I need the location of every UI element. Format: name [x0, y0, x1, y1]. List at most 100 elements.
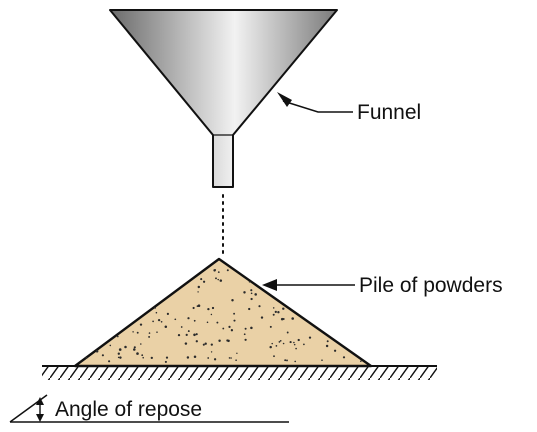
powder-speckle — [293, 341, 295, 344]
powder-speckle — [210, 351, 213, 353]
powder-speckle — [286, 359, 288, 362]
powder-speckle — [185, 333, 188, 336]
powder-speckle — [139, 323, 143, 326]
powder-speckle — [119, 356, 122, 359]
powder-speckle — [231, 299, 234, 302]
powder-speckle — [154, 306, 157, 309]
powder-speckle — [218, 339, 221, 343]
powder-speckle — [250, 326, 253, 330]
powder-speckle — [219, 279, 223, 282]
powder-speckle — [108, 360, 111, 363]
powder-speckle — [243, 291, 246, 294]
powder-speckles — [85, 269, 362, 363]
powder-speckle — [273, 355, 275, 358]
funnel-leader-line — [282, 100, 353, 113]
powder-speckle — [140, 343, 142, 345]
powder-speckle — [271, 342, 273, 345]
powder-speckle — [148, 332, 151, 334]
powder-speckle — [207, 357, 210, 359]
powder-speckle — [177, 333, 181, 337]
powder-speckle — [148, 335, 151, 338]
angle-arrow-down — [36, 414, 44, 422]
powder-speckle — [308, 336, 312, 339]
powder-speckle — [293, 343, 296, 346]
powder-speckle — [321, 359, 323, 361]
powder-speckle — [230, 329, 234, 332]
powder-speckle — [136, 352, 139, 355]
powder-speckle — [195, 333, 198, 336]
powder-speckle — [248, 280, 251, 283]
powder-speckle — [289, 341, 292, 344]
pile-callout: Pile of powders — [262, 274, 503, 297]
powder-speckle — [233, 319, 236, 322]
powder-speckle — [164, 360, 167, 363]
powder-speckle — [174, 318, 177, 321]
powder-speckle — [133, 348, 136, 351]
powder-speckle — [260, 316, 264, 319]
angle-indicator: Angle of repose — [9, 394, 289, 423]
powder-speckle — [297, 338, 300, 342]
powder-speckle — [248, 307, 251, 311]
powder-speckle — [228, 325, 231, 328]
powder-speckle — [156, 331, 158, 333]
powder-speckle — [279, 339, 282, 342]
powder-speckle — [117, 352, 120, 355]
powder-speckle — [243, 333, 246, 336]
powder-speckle — [200, 278, 203, 281]
powder-speckle — [197, 291, 199, 293]
powder-speckle — [230, 357, 232, 359]
powder-speckle — [193, 333, 196, 337]
ground — [42, 365, 437, 380]
powder-speckle — [333, 349, 337, 352]
powder-speckle — [325, 344, 329, 348]
powder-speckle — [275, 345, 278, 347]
powder-speckle — [155, 311, 158, 314]
powder-speckle — [295, 347, 297, 350]
powder-speckle — [272, 307, 275, 309]
powder-speckle — [233, 312, 236, 315]
powder-speckle — [193, 319, 196, 322]
funnel-label: Funnel — [357, 101, 421, 124]
powder-speckle — [282, 307, 285, 310]
powder-speckle — [118, 348, 122, 351]
pile-label: Pile of powders — [359, 274, 503, 297]
powder-speckle — [258, 305, 261, 308]
powder-speckle — [132, 331, 134, 333]
powder-speckle — [101, 354, 104, 357]
powder-speckle — [213, 358, 217, 361]
powder-speckle — [195, 340, 198, 343]
powder-speckle — [226, 269, 229, 272]
powder-speckle — [228, 357, 231, 359]
funnel — [109, 9, 338, 188]
powder-speckle — [207, 307, 210, 311]
powder-speckle — [117, 356, 120, 359]
powder-speckle — [210, 313, 213, 316]
powder-speckle — [342, 356, 346, 359]
powder-pile-shape — [73, 257, 373, 368]
powder-speckle — [95, 349, 99, 353]
powder-speckle — [164, 325, 168, 328]
powder-speckle — [85, 356, 88, 359]
powder-speckle — [250, 289, 253, 292]
powder-speckle — [187, 317, 190, 320]
powder-speckle — [286, 331, 289, 334]
powder-speckle — [193, 355, 197, 358]
powder-speckle — [192, 306, 195, 310]
powder-speckle — [236, 352, 238, 354]
powder-speckle — [282, 342, 285, 345]
ground-hatching — [42, 366, 437, 380]
angle-label: Angle of repose — [55, 398, 202, 421]
powder-speckle — [284, 359, 287, 362]
powder-speckle — [197, 304, 201, 307]
powder-speckle — [244, 327, 247, 330]
powder-speckle — [277, 311, 280, 314]
powder-speckle — [274, 310, 277, 314]
powder-speckle — [180, 326, 183, 328]
powder-speckle — [206, 321, 209, 324]
funnel-arrowhead — [277, 92, 292, 107]
powder-speckle — [250, 292, 253, 295]
angle-arrow-up — [36, 397, 44, 405]
powder-speckle — [217, 278, 219, 281]
powder-speckle — [226, 339, 229, 342]
